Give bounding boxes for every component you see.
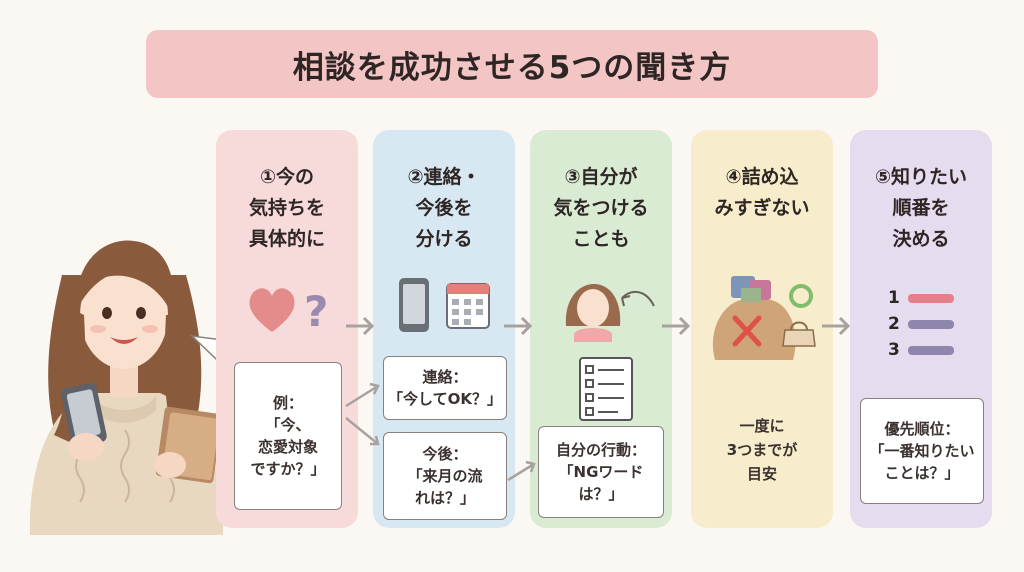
step-4-panel: ④詰め込 みすぎない 一度に 3つまでが 目安 (691, 130, 833, 528)
priority-bars (908, 294, 954, 355)
flow-arrow-2-3 (504, 316, 533, 336)
step-3-self-note: 自分の行動： 「NGワード は？」 (538, 426, 664, 518)
branch-arrow-contact (345, 382, 380, 408)
priority-number-1: 1 (888, 288, 900, 308)
page-title: 相談を成功させる5つの聞き方 (292, 49, 732, 86)
step-5-panel: ⑤知りたい 順番を 決める 1 2 3 優先順位： 「一番知りたい ことは？」 (850, 130, 992, 528)
svg-text:?: ? (304, 287, 328, 336)
step-4-title: ④詰め込 みすぎない (714, 166, 810, 219)
step-1-panel: ①今の 気持ちを 具体的に ? 例： 「今、 恋愛対象 ですか？」 (216, 130, 358, 528)
flow-arrow-3-4 (662, 316, 691, 336)
priority-number-3: 3 (888, 340, 900, 360)
step-4-guideline-text: 一度に 3つまでが 目安 (726, 417, 798, 483)
woman-with-phone-illustration (29, 240, 224, 535)
flow-arrow-1-2 (346, 316, 375, 336)
self-checklist-icon (565, 284, 655, 421)
step-5-title: ⑤知りたい 順番を 決める (874, 166, 968, 250)
overstuffed-bag-icon (712, 276, 816, 360)
priority-number-2: 2 (888, 314, 900, 334)
step-5-priority-note: 優先順位： 「一番知りたい ことは？」 (860, 398, 984, 504)
branch-arrow-future (345, 417, 380, 446)
step-3-panel: ③自分が 気をつける ことも 自分の行動： 「NGワード は？」 (530, 130, 672, 528)
step-3-title: ③自分が 気をつける ことも (553, 166, 649, 250)
step-2-title: ②連絡・ 今後を 分ける (407, 166, 481, 250)
title-banner: 相談を成功させる5つの聞き方 (146, 30, 878, 98)
step-2-panel: ②連絡・ 今後を 分ける 連絡： 「今してOK？」 今後： 「来月の流 れは？」 (373, 130, 515, 528)
step-1-title: ①今の 気持ちを 具体的に (248, 166, 325, 250)
step-2-future-note: 今後： 「来月の流 れは？」 (383, 432, 507, 520)
step-2-contact-note: 連絡： 「今してOK？」 (383, 356, 507, 420)
step-1-example-note: 例： 「今、 恋愛対象 ですか？」 (234, 362, 342, 510)
branch-arrow-to-self-note (507, 460, 536, 482)
heart-question-icon: ? (249, 287, 328, 336)
flow-arrow-4-5 (822, 316, 851, 336)
phone-calendar-icon (399, 278, 490, 332)
